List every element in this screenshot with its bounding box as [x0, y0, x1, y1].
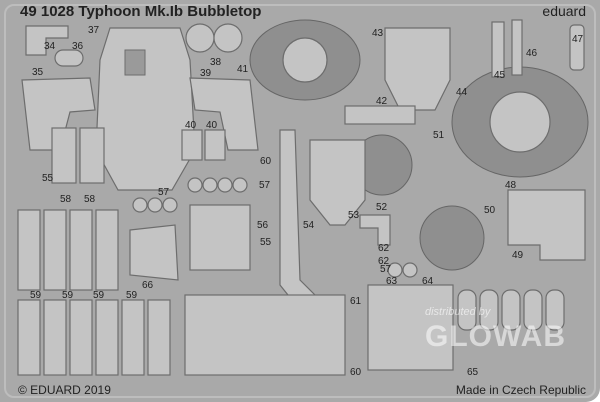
- part-label: 65: [467, 367, 479, 378]
- part-43: [384, 27, 451, 111]
- part-label: 40: [206, 120, 218, 131]
- part-53: [309, 139, 366, 226]
- part-label: 55: [42, 173, 54, 184]
- part-44-center: [489, 91, 551, 153]
- part-41-center: [282, 37, 328, 83]
- part-label: 59: [30, 290, 42, 301]
- part-label: 66: [142, 280, 154, 291]
- part-label: 57: [259, 180, 271, 191]
- part-label: 58: [60, 194, 72, 205]
- part-label: 48: [505, 180, 517, 191]
- part-label: 60: [260, 156, 272, 167]
- part-66: [129, 224, 179, 281]
- part-65-clips: [457, 289, 565, 331]
- part-61: [184, 294, 346, 376]
- part-36: [54, 49, 84, 67]
- part-label: 61: [350, 296, 362, 307]
- part-label: 59: [62, 290, 74, 301]
- watermark-logo: GLOWAB: [425, 320, 566, 353]
- part-label: 62: [378, 256, 390, 267]
- part-label: 58: [84, 194, 96, 205]
- part-label: 41: [237, 64, 249, 75]
- part-label: 39: [200, 68, 212, 79]
- watermark-subtitle: distributed by: [425, 306, 491, 318]
- part-40a: [181, 129, 203, 161]
- part-label: 64: [422, 276, 434, 287]
- part-label: 57: [380, 264, 392, 275]
- part-label: 60: [350, 367, 362, 378]
- part-58a: [51, 127, 77, 184]
- part-label: 45: [494, 70, 506, 81]
- part-34: [25, 25, 69, 56]
- part-46: [511, 19, 523, 76]
- part-37: [95, 27, 196, 191]
- origin-text: Made in Czech Republic: [455, 383, 586, 397]
- sheet-title: 49 1028 Typhoon Mk.Ib Bubbletop: [20, 3, 262, 20]
- part-label: 47: [572, 34, 584, 45]
- part-label: 54: [303, 220, 315, 231]
- copyright-text: © EDUARD 2019: [18, 383, 111, 397]
- part-49: [507, 189, 586, 261]
- part-57-washers: [132, 177, 418, 278]
- part-label: 56: [257, 220, 269, 231]
- brand-logo: eduard: [542, 3, 586, 19]
- part-label: 36: [72, 41, 84, 52]
- part-label: 42: [376, 96, 388, 107]
- part-38b: [213, 23, 243, 53]
- part-label: 37: [88, 25, 100, 36]
- part-39: [189, 77, 259, 151]
- part-label: 59: [93, 290, 105, 301]
- part-38a: [185, 23, 215, 53]
- part-label: 51: [433, 130, 445, 141]
- part-label: 63: [386, 276, 398, 287]
- part-label: 52: [376, 202, 388, 213]
- part-label: 49: [512, 250, 524, 261]
- part-59-strips: [17, 209, 171, 376]
- part-label: 46: [526, 48, 538, 59]
- part-label: 43: [372, 28, 384, 39]
- part-label: 40: [185, 120, 197, 131]
- part-42: [344, 105, 416, 125]
- part-56: [189, 204, 251, 271]
- part-label: 38: [210, 57, 222, 68]
- part-label: 35: [32, 67, 44, 78]
- part-label: 50: [484, 205, 496, 216]
- part-40b: [204, 129, 226, 161]
- part-63-64: [367, 284, 454, 371]
- part-47: [569, 24, 585, 71]
- part-label: 57: [158, 187, 170, 198]
- part-label: 55: [260, 237, 272, 248]
- sheet-frame: [4, 4, 596, 398]
- part-label: 44: [456, 87, 468, 98]
- part-58b: [79, 127, 105, 184]
- part-37-cutout: [124, 49, 146, 76]
- part-label: 59: [126, 290, 138, 301]
- part-label: 53: [348, 210, 360, 221]
- part-label: 34: [44, 41, 56, 52]
- part-45: [491, 21, 505, 78]
- part-52: [359, 214, 391, 246]
- part-label: 62: [378, 243, 390, 254]
- part-35: [21, 77, 96, 151]
- part-50: [419, 205, 485, 271]
